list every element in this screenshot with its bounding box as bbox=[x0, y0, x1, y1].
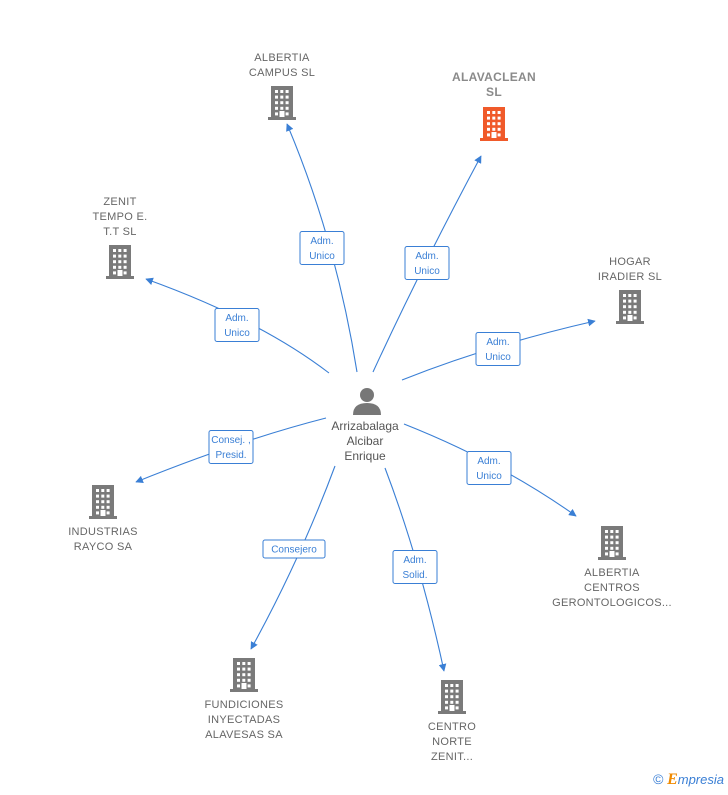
company-name[interactable]: IRADIER SL bbox=[598, 271, 662, 283]
company-name[interactable]: INYECTADAS bbox=[208, 714, 280, 726]
company-name[interactable]: ZENIT bbox=[103, 196, 136, 208]
building-icon[interactable] bbox=[598, 526, 626, 560]
role-label: Adm. bbox=[415, 251, 438, 262]
role-badge[interactable]: Adm. Unico bbox=[475, 332, 521, 366]
relationship-edge bbox=[250, 465, 336, 650]
role-badge[interactable]: Consejero bbox=[262, 539, 326, 559]
building-icon[interactable] bbox=[616, 290, 644, 324]
role-label: Consejero bbox=[271, 545, 317, 556]
role-badge[interactable]: Adm. Unico bbox=[466, 451, 512, 485]
role-badge[interactable]: Adm. Unico bbox=[404, 246, 450, 280]
role-label: Presid. bbox=[215, 450, 246, 461]
company-name[interactable]: SL bbox=[486, 85, 502, 99]
footer-brand[interactable]: © Empresia bbox=[653, 771, 724, 789]
building-icon[interactable] bbox=[89, 485, 117, 519]
building-icon[interactable] bbox=[106, 245, 134, 279]
person-name[interactable]: Arrizabalaga bbox=[331, 419, 399, 433]
role-label: Unico bbox=[309, 251, 335, 262]
role-badge[interactable]: Adm. Solid. bbox=[392, 550, 438, 584]
role-label: Consej. , bbox=[211, 435, 250, 446]
copyright-symbol: © bbox=[653, 771, 664, 787]
building-icon[interactable] bbox=[438, 680, 466, 714]
role-label: Adm. bbox=[486, 337, 509, 348]
building-icon[interactable] bbox=[268, 86, 296, 120]
company-name[interactable]: FUNDICIONES bbox=[204, 699, 283, 711]
person-icon[interactable] bbox=[353, 388, 381, 415]
role-label: Unico bbox=[414, 266, 440, 277]
role-label: Adm. bbox=[477, 456, 500, 467]
role-label: Adm. bbox=[225, 313, 248, 324]
company-name[interactable]: HOGAR bbox=[609, 256, 651, 268]
company-name[interactable]: GERONTOLOGICOS... bbox=[552, 597, 672, 609]
brand-logo-letter: E bbox=[667, 771, 678, 788]
company-name[interactable]: ZENIT... bbox=[431, 751, 473, 763]
role-badge[interactable]: Adm. Unico bbox=[214, 308, 260, 342]
company-name[interactable]: TEMPO E. bbox=[93, 211, 148, 223]
brand-name: mpresia bbox=[677, 772, 724, 787]
company-name[interactable]: CENTROS bbox=[584, 582, 640, 594]
building-icon[interactable] bbox=[230, 658, 258, 692]
company-name[interactable]: RAYCO SA bbox=[74, 541, 133, 553]
role-label: Solid. bbox=[402, 570, 427, 581]
person-name[interactable]: Enrique bbox=[344, 449, 386, 463]
role-label: Adm. bbox=[310, 236, 333, 247]
company-name[interactable]: CENTRO bbox=[428, 721, 476, 733]
role-label: Unico bbox=[476, 471, 502, 482]
company-name[interactable]: CAMPUS SL bbox=[249, 67, 315, 79]
company-name[interactable]: ALBERTIA bbox=[584, 567, 640, 579]
company-name[interactable]: T.T SL bbox=[103, 226, 136, 238]
company-name[interactable]: ALAVACLEAN bbox=[452, 70, 536, 84]
role-badge[interactable]: Adm. Unico bbox=[299, 231, 345, 265]
role-badge[interactable]: Consej. , Presid. bbox=[208, 430, 254, 464]
person-name[interactable]: Alcibar bbox=[347, 434, 384, 448]
role-label: Unico bbox=[485, 352, 511, 363]
role-label: Unico bbox=[224, 328, 250, 339]
company-name[interactable]: ALBERTIA bbox=[254, 52, 310, 64]
building-icon[interactable] bbox=[480, 107, 508, 141]
role-label: Adm. bbox=[403, 555, 426, 566]
company-name[interactable]: NORTE bbox=[432, 736, 472, 748]
company-name[interactable]: ALAVESAS SA bbox=[205, 729, 283, 741]
company-name[interactable]: INDUSTRIAS bbox=[68, 526, 138, 538]
